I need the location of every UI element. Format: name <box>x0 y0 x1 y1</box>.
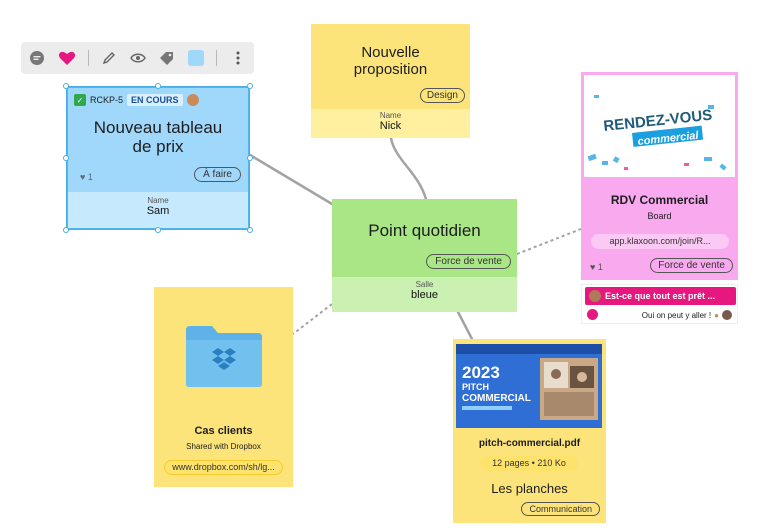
category-tag[interactable]: Force de vente <box>426 254 511 269</box>
heart-icon: ♥ <box>590 262 596 272</box>
card-meta: ✓ RCKP-5 EN COURS <box>74 94 199 106</box>
resize-handle[interactable] <box>247 227 253 233</box>
comment-reply: Oui on peut y aller ! ● <box>642 310 732 320</box>
link-url[interactable]: www.dropbox.com/sh/lg... <box>164 460 283 475</box>
likes-count[interactable]: ♥ 1 <box>590 262 603 272</box>
board-card-rdv-commercial[interactable]: RENDEZ-VOUS commercial RDV Comme <box>581 72 738 280</box>
resize-handle[interactable] <box>63 155 69 161</box>
color-swatch[interactable] <box>187 49 204 67</box>
card-title-line: de prix <box>132 137 184 156</box>
idea-card-nouvelle-proposition[interactable]: Nouvelle proposition Design Name Nick <box>311 24 470 138</box>
avatar <box>722 310 732 320</box>
field-value: Sam <box>146 205 170 217</box>
card-title: Les planches <box>491 481 568 496</box>
card-toolbar <box>21 42 254 74</box>
connector-proposal-to-daily <box>389 136 428 201</box>
heart-icon: ♥ <box>80 172 86 182</box>
card-subtitle: Board <box>647 211 672 221</box>
thumbs-up-icon: ● <box>714 310 719 320</box>
card-title-line: proposition <box>353 61 428 78</box>
card-title: Cas clients <box>194 425 253 437</box>
thumbnail-subtitle: COMMERCIAL <box>462 393 531 404</box>
more-icon[interactable] <box>229 49 246 67</box>
comment-thread[interactable]: Est-ce que tout est prêt ... Oui on peut… <box>581 284 738 324</box>
file-name: pitch-commercial.pdf <box>478 438 581 449</box>
card-subtitle: Shared with Dropbox <box>186 442 261 451</box>
field-value: Nick <box>379 120 402 132</box>
category-tag[interactable]: Force de vente <box>650 258 733 273</box>
idea-card-point-quotidien[interactable]: Point quotidien Force de vente Salle ble… <box>332 199 517 312</box>
category-tag[interactable]: À faire <box>194 167 241 182</box>
check-icon: ✓ <box>74 94 86 106</box>
file-card-cas-clients[interactable]: Cas clients Shared with Dropbox www.drop… <box>154 287 293 487</box>
likes-count[interactable]: ♥ 1 <box>80 172 93 182</box>
comment-bubble[interactable]: Est-ce que tout est prêt ... <box>585 287 736 305</box>
comment-text: Est-ce que tout est prêt ... <box>605 291 716 301</box>
status-badge: EN COURS <box>127 94 183 106</box>
idea-card-nouveau-tableau[interactable]: ✓ RCKP-5 EN COURS Nouveau tableau de pri… <box>66 86 250 230</box>
resize-handle[interactable] <box>63 83 69 89</box>
dropbox-folder-icon <box>184 324 264 388</box>
resize-handle[interactable] <box>155 227 161 233</box>
field-value: bleue <box>411 289 438 301</box>
card-title-line: Nouveau tableau <box>93 118 223 137</box>
file-meta: 12 pages • 210 Ko <box>480 456 578 471</box>
field-label: Name <box>379 111 402 120</box>
connector-daily-to-clients <box>292 303 333 335</box>
heart-icon[interactable] <box>58 49 76 67</box>
likes-value: 1 <box>87 172 93 182</box>
pdf-thumbnail: 2023 PITCH COMMERCIAL <box>456 344 602 428</box>
card-title: Point quotidien <box>368 221 481 240</box>
category-tag[interactable]: Design <box>419 88 465 103</box>
card-field: Name Sam <box>68 192 248 228</box>
comment-icon[interactable] <box>29 49 46 67</box>
likes-value: 1 <box>597 262 603 272</box>
avatar <box>589 290 601 302</box>
resize-handle[interactable] <box>155 83 161 89</box>
tag-icon[interactable] <box>159 49 176 67</box>
eye-icon[interactable] <box>130 49 147 67</box>
connector-daily-to-pitch <box>456 310 474 341</box>
toolbar-divider <box>87 50 89 66</box>
card-field: Salle bleue <box>332 277 517 312</box>
reply-icon[interactable] <box>587 309 598 320</box>
card-title: Nouveau tableau de prix <box>68 118 248 156</box>
thumbnail-year: 2023 <box>462 363 500 382</box>
card-title: RDV Commercial <box>610 193 709 207</box>
reply-text: Oui on peut y aller ! <box>641 310 712 320</box>
thumbnail-title: PITCH <box>462 382 489 392</box>
toolbar-divider <box>216 50 218 66</box>
field-label: Salle <box>415 280 434 289</box>
resize-handle[interactable] <box>247 155 253 161</box>
pencil-icon[interactable] <box>101 49 118 67</box>
card-field: Name Nick <box>311 109 470 138</box>
card-id: RCKP-5 <box>90 95 124 105</box>
resize-handle[interactable] <box>247 83 253 89</box>
card-title-line: Nouvelle <box>361 44 420 61</box>
connector-idea-to-daily <box>248 153 334 206</box>
resize-handle[interactable] <box>63 227 69 233</box>
board-thumbnail: RENDEZ-VOUS commercial <box>584 75 735 177</box>
connector-daily-to-rdv <box>516 228 582 255</box>
category-tag[interactable]: Communication <box>521 502 600 516</box>
field-label: Name <box>147 196 169 205</box>
avatar <box>186 94 199 106</box>
link-url[interactable]: app.klaxoon.com/join/R... <box>591 234 729 249</box>
card-title: Nouvelle proposition <box>311 44 470 78</box>
file-card-pitch-commercial[interactable]: 2023 PITCH COMMERCIAL pitch-commercial.p… <box>453 339 606 523</box>
